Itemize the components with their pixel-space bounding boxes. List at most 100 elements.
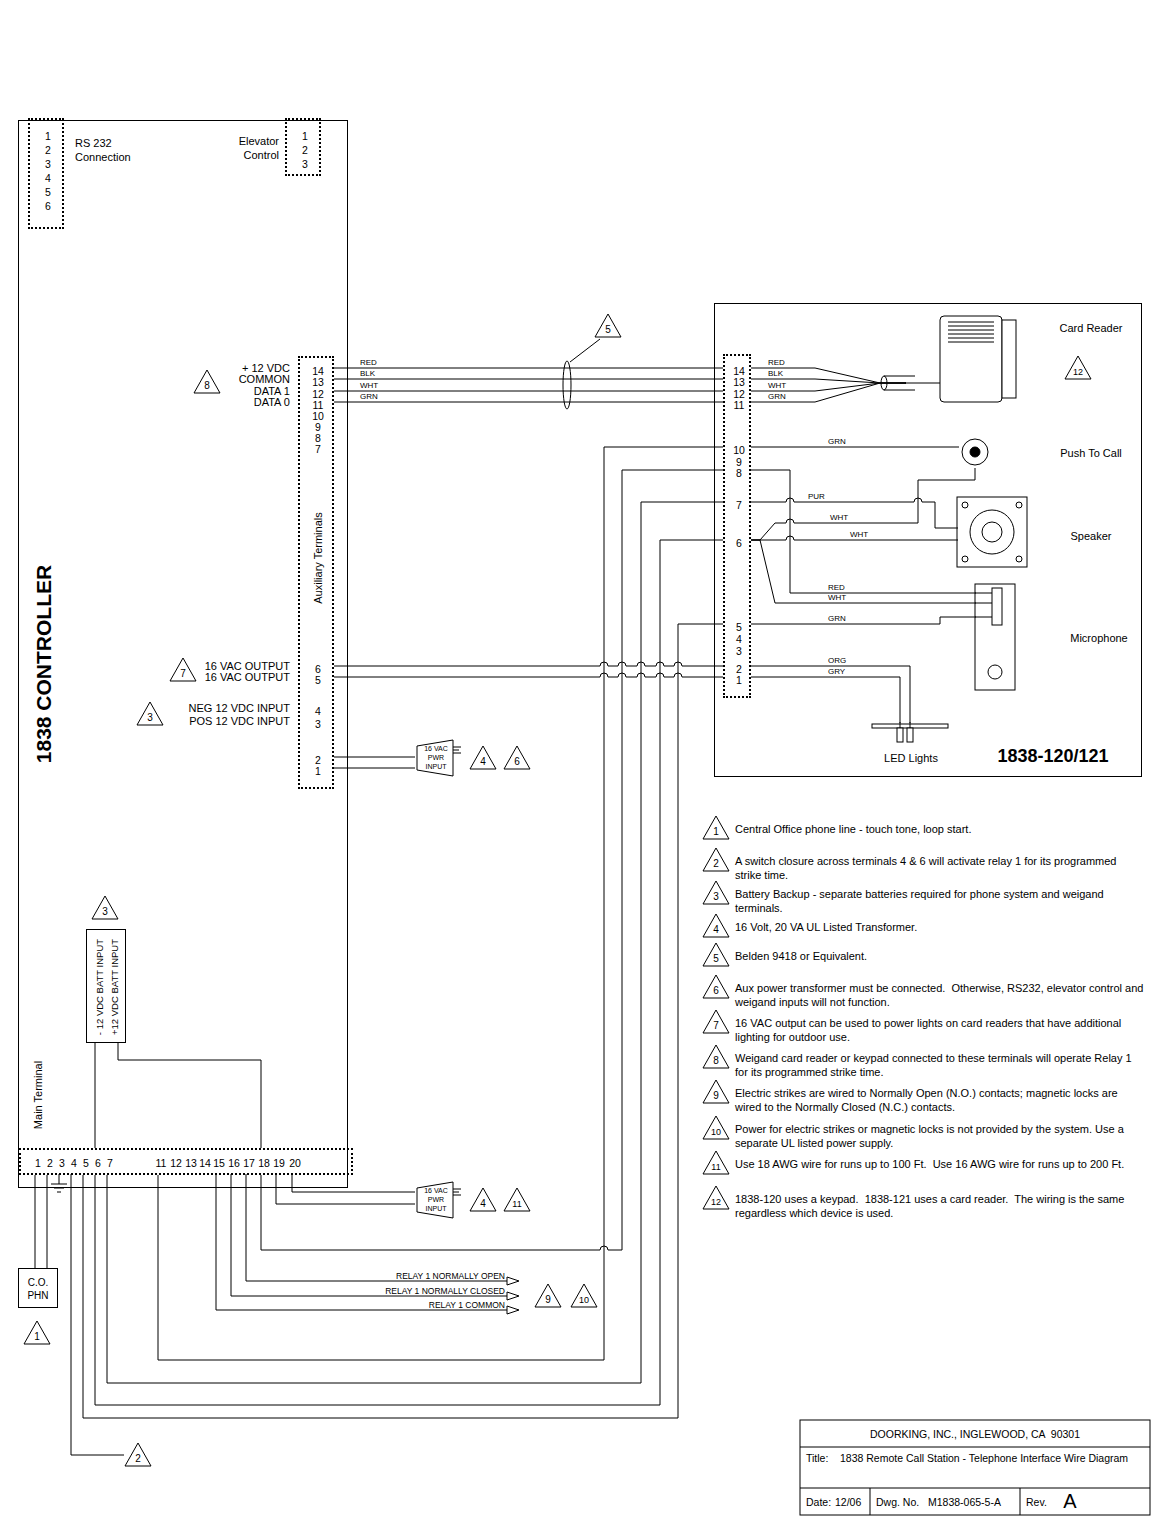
callout-number: 2 bbox=[713, 859, 719, 869]
wire bbox=[261, 470, 723, 1250]
wire bbox=[751, 540, 976, 603]
node-text: 4 bbox=[315, 706, 321, 717]
node-text: 2 bbox=[736, 664, 742, 675]
title-block-grid bbox=[800, 1420, 1150, 1515]
microphone-symbol bbox=[975, 593, 992, 617]
wire bbox=[334, 673, 723, 677]
push-to-call: Push To Call bbox=[959, 438, 1139, 468]
node-text: 14 bbox=[312, 366, 324, 377]
node-text: 14 bbox=[199, 1158, 211, 1169]
callout-number: 11 bbox=[711, 1163, 720, 1172]
callout-triangle bbox=[92, 896, 118, 919]
callout-triangle bbox=[571, 1284, 597, 1307]
label-text: GRN bbox=[828, 615, 846, 623]
callout-number: 10 bbox=[579, 1296, 589, 1305]
label-text: COMMON bbox=[239, 374, 290, 385]
callout-number: 3 bbox=[147, 713, 153, 723]
transformer: 16 VAC PWR INPUT bbox=[415, 738, 461, 778]
label-text: PUR bbox=[808, 493, 825, 501]
label-text: Date: bbox=[806, 1497, 831, 1508]
callout-triangle bbox=[703, 1045, 729, 1068]
led-light-symbol bbox=[907, 728, 913, 742]
node-text: Card Reader bbox=[1060, 323, 1123, 334]
note-text: Use 18 AWG wire for runs up to 100 Ft. U… bbox=[735, 1158, 1145, 1172]
label-text: GRN bbox=[360, 393, 378, 401]
node-text: 3 bbox=[736, 646, 742, 657]
speaker-symbol bbox=[1016, 556, 1022, 562]
transformer-outline bbox=[417, 1182, 461, 1218]
label-text: + 12 VDC bbox=[242, 363, 290, 374]
callout-triangle bbox=[194, 370, 220, 393]
label-text: Dwg. No. bbox=[876, 1497, 919, 1508]
node-text: 5 bbox=[736, 622, 742, 633]
wire bbox=[107, 502, 723, 1383]
led-light-symbol bbox=[897, 728, 903, 742]
label-text: NEG 12 VDC INPUT bbox=[189, 703, 290, 714]
card-reader-symbol bbox=[881, 316, 1016, 402]
callout-triangle bbox=[703, 881, 729, 904]
ground-symbol bbox=[51, 1174, 67, 1192]
note-text: Belden 9418 or Equivalent. bbox=[735, 950, 1145, 964]
relay-wires bbox=[507, 1306, 519, 1314]
node-text: 12 bbox=[170, 1158, 182, 1169]
label-text: 12/06 bbox=[835, 1497, 861, 1508]
card-reader: Card Reader bbox=[906, 313, 1138, 408]
node-text: 7 bbox=[736, 500, 742, 511]
node-text: 11 bbox=[734, 400, 745, 411]
wire bbox=[751, 677, 900, 723]
callout-number: 8 bbox=[204, 381, 210, 391]
station-terminal-block: 1413121110987654321 bbox=[723, 354, 751, 698]
led-lights: LED Lights bbox=[871, 723, 956, 768]
node-text: LED Lights bbox=[884, 753, 938, 764]
cable-bundle-mark bbox=[570, 339, 600, 362]
label-text: WHT bbox=[360, 382, 378, 390]
wire bbox=[751, 470, 976, 593]
wire-connector bbox=[751, 666, 910, 723]
node-text: 1 bbox=[35, 1158, 41, 1169]
callout-number: 6 bbox=[514, 757, 520, 767]
wire bbox=[158, 447, 723, 1360]
wire bbox=[751, 617, 976, 624]
wire bbox=[118, 1043, 261, 1148]
label-text: BLK bbox=[360, 370, 375, 378]
callout-triangle bbox=[703, 816, 729, 839]
callout-triangle bbox=[703, 1116, 729, 1139]
battery-input-box: - 12 VDC BATT INPUT+12 VDC BATT INPUT bbox=[86, 929, 126, 1043]
node-text: 6 bbox=[315, 664, 321, 675]
label-text: Title: bbox=[806, 1453, 828, 1464]
node-title: 1838-120/121 bbox=[997, 747, 1108, 765]
label-text: WHT bbox=[850, 531, 868, 539]
node-text: 2 bbox=[47, 1158, 53, 1169]
node-text: 4 bbox=[71, 1158, 77, 1169]
relay-wires bbox=[507, 1292, 519, 1300]
callout-number: 6 bbox=[713, 986, 719, 996]
node-text: 16 bbox=[228, 1158, 240, 1169]
label-text: DOORKING, INC., INGLEWOOD, CA 90301 bbox=[870, 1429, 1080, 1440]
speaker-symbol bbox=[957, 497, 1027, 567]
node-text: 1 bbox=[736, 675, 742, 686]
switch-input-leader bbox=[71, 1174, 124, 1455]
wire bbox=[334, 379, 723, 380]
callout-number: 1 bbox=[713, 827, 719, 837]
wire-connector bbox=[276, 1175, 415, 1204]
node-text: 8 bbox=[315, 433, 321, 444]
callout-number: 12 bbox=[711, 1198, 721, 1207]
node-title: 1838 CONTROLLER bbox=[33, 565, 54, 763]
node-text: Microphone bbox=[1070, 633, 1127, 644]
speaker-symbol bbox=[962, 502, 968, 508]
wire-connector bbox=[751, 498, 958, 540]
label-text: A bbox=[1063, 1491, 1076, 1511]
label-text: RED bbox=[828, 584, 845, 592]
relay-wires bbox=[216, 1174, 507, 1310]
microphone-symbol bbox=[975, 584, 1015, 690]
callout-number: 12 bbox=[1073, 368, 1083, 377]
callout-number: 3 bbox=[102, 907, 108, 917]
wire bbox=[35, 1175, 36, 1268]
node-title: - 12 VDC BATT INPUT bbox=[95, 939, 105, 1035]
node-text: 6 bbox=[736, 538, 742, 549]
main-terminal-block: Main Terminal123456711121314151617181920 bbox=[19, 1148, 353, 1175]
note-text: Weigand card reader or keypad connected … bbox=[735, 1052, 1145, 1080]
